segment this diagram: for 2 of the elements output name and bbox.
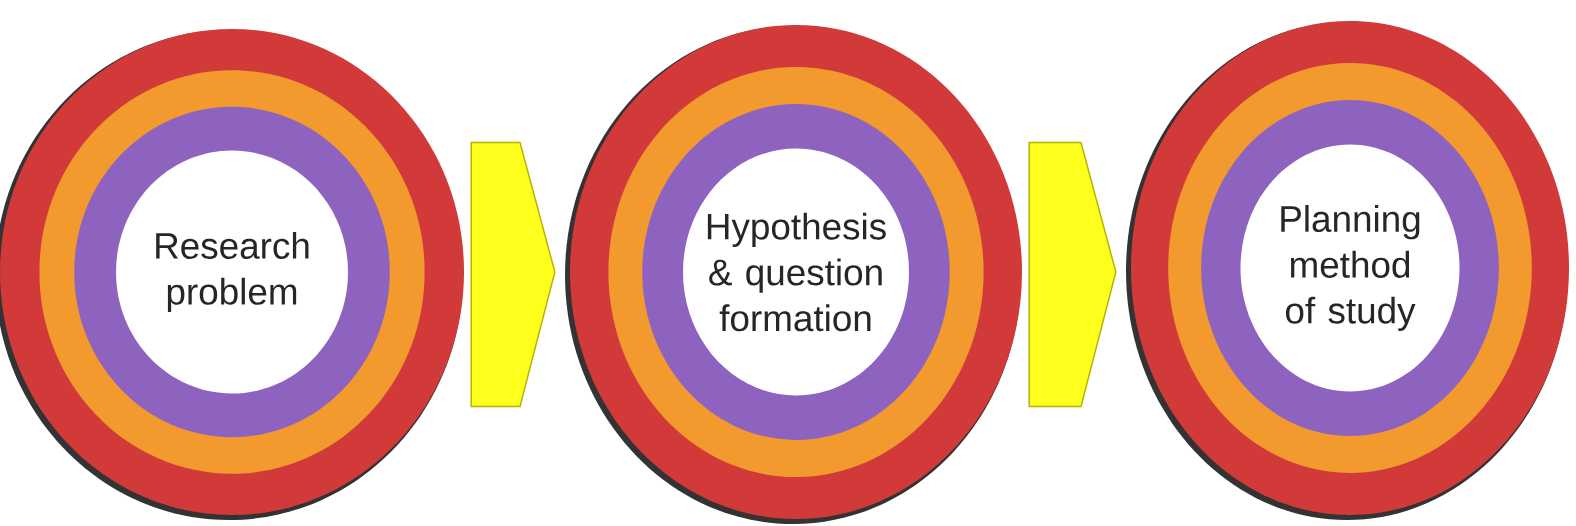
chevron-arrow: [1028, 141, 1117, 408]
chevron-arrow: [470, 141, 556, 408]
